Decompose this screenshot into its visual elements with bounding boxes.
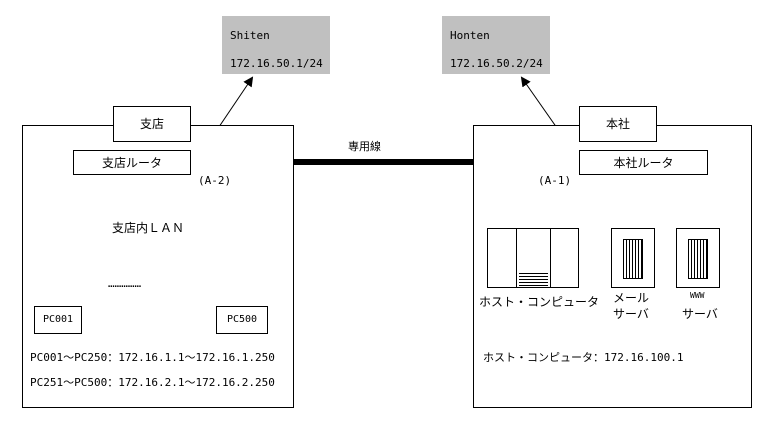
leased-line-label: 専用線: [348, 140, 381, 153]
pc-right-label: PC500: [226, 314, 258, 325]
host-ip-label: ホスト・コンピュータ：172.16.100.1: [483, 351, 684, 364]
shiten-name: Shiten: [230, 29, 270, 42]
www-server-icon: [676, 228, 720, 288]
honten-name: Honten: [450, 29, 490, 42]
pc-right-node: PC500: [216, 306, 268, 334]
hq-title: 本社: [579, 106, 657, 142]
pc-ellipsis: ……………: [108, 277, 142, 290]
port-a2-label: (A-2): [198, 174, 232, 187]
branch-router-label: 支店ルータ: [101, 155, 162, 170]
pc-left-node: PC001: [34, 306, 82, 334]
honten-address: 172.16.50.2/24: [450, 57, 543, 70]
branch-lan-label: 支店内ＬＡＮ: [112, 221, 185, 235]
branch-range-1: PC001～PC250：172.16.1.1～172.16.1.250: [30, 351, 275, 364]
hq-router: 本社ルータ: [579, 150, 708, 175]
branch-title-text: 支店: [139, 117, 164, 131]
mail-server-label-1: メール: [613, 291, 650, 305]
port-a1-label: (A-1): [538, 174, 572, 187]
branch-router: 支店ルータ: [73, 150, 191, 175]
www-label: WWW: [690, 291, 705, 300]
honten-terminal: Honten 172.16.50.2/24: [442, 16, 550, 74]
hq-router-label: 本社ルータ: [613, 155, 674, 170]
host-label: ホスト・コンピュータ: [479, 295, 600, 309]
branch-title: 支店: [113, 106, 191, 142]
shiten-terminal: Shiten 172.16.50.1/24: [222, 16, 330, 74]
host-computer-icon: [487, 228, 579, 288]
pc-left-label: PC001: [42, 314, 74, 325]
mail-server-label-2: サーバ: [613, 307, 649, 321]
branch-range-2: PC251～PC500：172.16.2.1～172.16.2.250: [30, 376, 275, 389]
www-server-label: サーバ: [682, 307, 718, 321]
hq-title-text: 本社: [605, 117, 630, 131]
shiten-address: 172.16.50.1/24: [230, 57, 323, 70]
mail-server-icon: [611, 228, 655, 288]
